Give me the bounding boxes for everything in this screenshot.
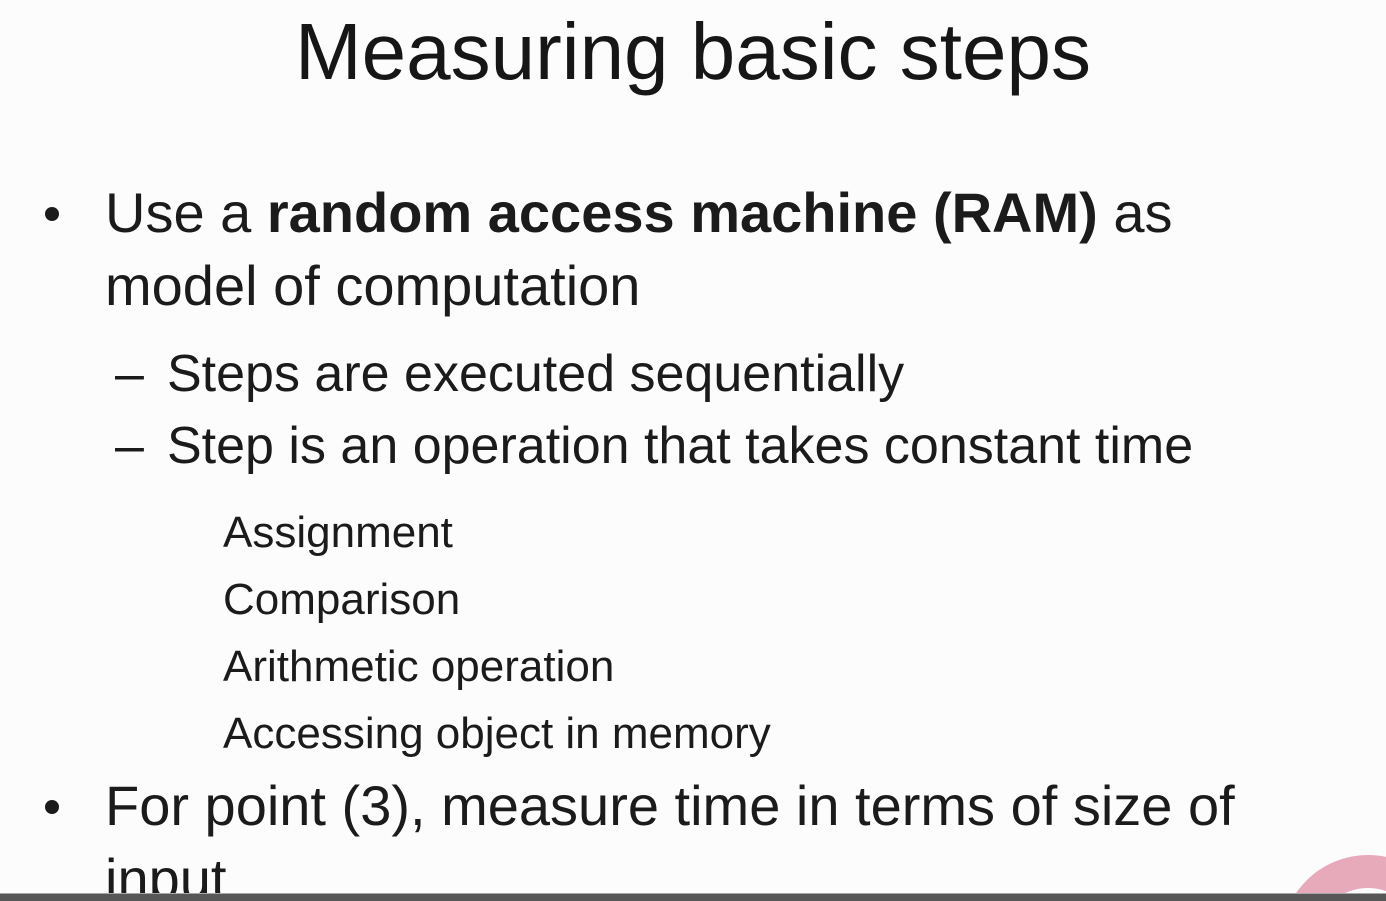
list-item-arithmetic: Arithmetic operation [192,633,1386,700]
sub-bullet-constant-time-text: Step is an operation that takes constant… [167,417,1194,475]
bullet-marker-box [192,700,223,767]
bullet1-bold-term: random access machine (RAM) [266,181,1098,244]
list-item-assignment: Assignment [192,499,1386,566]
bullet2-line2: input [105,847,227,901]
bullet-dot-icon [45,800,59,814]
bullet2-line1: For point (3), measure time in terms of … [105,774,1235,837]
constant-time-operations-list: Assignment Comparison Arithmetic operati… [0,499,1386,767]
slide-title: Measuring basic steps [295,7,1091,96]
list-item-memory-access: Accessing object in memory [192,700,1386,767]
bullet-measure-input-size-text: For point (3), measure time in terms of … [105,769,1380,901]
list-item-assignment-text: Assignment [223,508,453,557]
bullet1-suffix: as [1097,181,1173,244]
sub-bullet-sequential: – Steps are executed sequentially [115,344,1386,404]
list-item-comparison-text: Comparison [223,575,461,624]
dash-marker-icon: – [115,345,144,403]
sub-bullet-sequential-text: Steps are executed sequentially [167,345,905,403]
bullet1-prefix: Use a [105,181,267,244]
bullet-marker-box [192,633,223,700]
bullet1-line2: model of computation [105,254,641,317]
list-item-comparison: Comparison [192,566,1386,633]
list-item-arithmetic-text: Arithmetic operation [223,642,615,691]
bullet-ram-model-text: Use a random access machine (RAM) as mod… [105,176,1185,322]
bottom-video-bar [0,893,1386,901]
list-item-memory-access-text: Accessing object in memory [223,709,771,758]
bullet-ram-model: Use a random access machine (RAM) as mod… [0,176,1386,322]
sub-bullet-constant-time: – Step is an operation that takes consta… [115,416,1386,476]
bullet-marker-box [192,566,223,633]
pink-ring-logo-icon [1291,855,1386,901]
bullet-marker-box [192,499,223,566]
dash-marker-icon: – [115,417,144,475]
bullet-dot-icon [45,207,59,221]
bullet-measure-input-size: For point (3), measure time in terms of … [0,769,1386,901]
